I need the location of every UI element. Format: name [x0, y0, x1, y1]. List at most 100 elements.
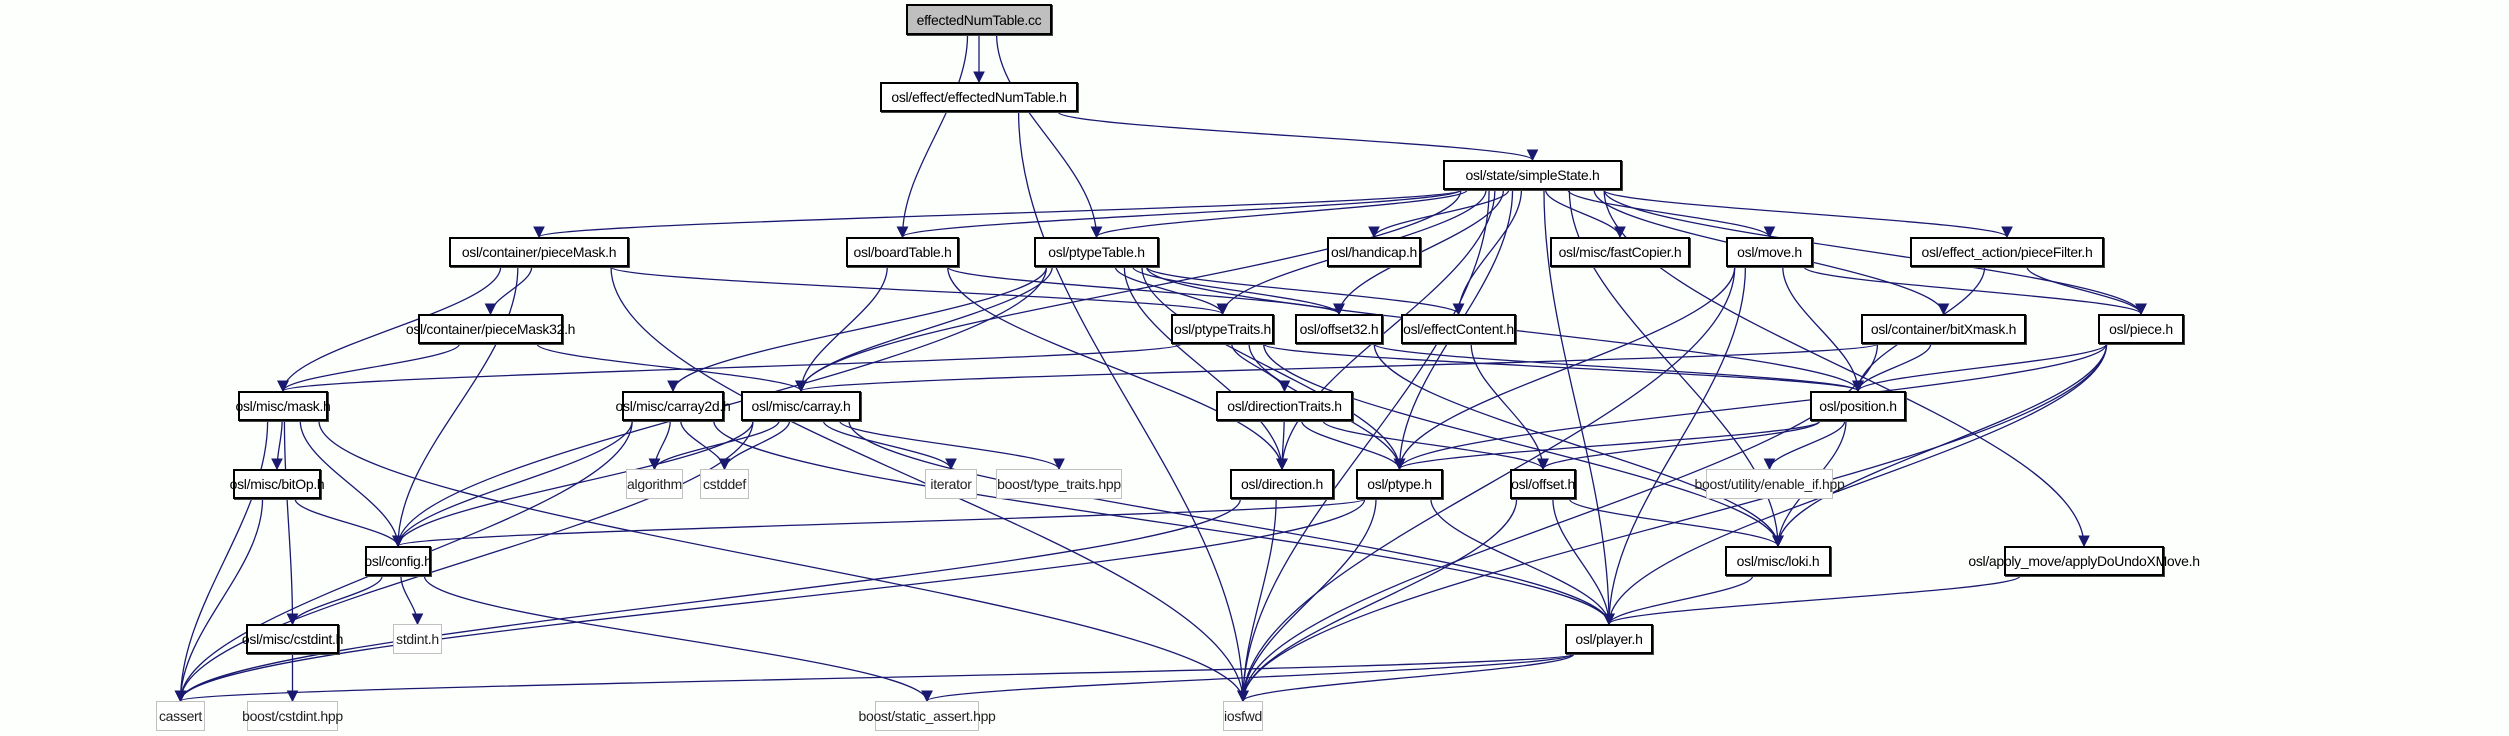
edge-move-to-position: [1782, 266, 1864, 393]
edge-simpleState-to-fastCopier: [1544, 189, 1626, 239]
graph-node-ptypetraits[interactable]: osl/ptypeTraits.h: [1171, 314, 1274, 344]
node-label: boost/type_traits.hpp: [997, 476, 1121, 492]
graph-node-carray[interactable]: osl/misc/carray.h: [741, 391, 861, 421]
edge-root-to-ptypeTable: [995, 34, 1103, 239]
graph-node-iterator: iterator: [925, 469, 977, 499]
graph-node-ptypetable[interactable]: osl/ptypeTable.h: [1034, 237, 1159, 267]
graph-node-move[interactable]: osl/move.h: [1726, 237, 1813, 267]
edge-effectedNumTable_h-to-simpleState: [1057, 111, 1539, 162]
graph-node-stdint: stdint.h: [393, 624, 442, 654]
node-label: osl/ptypeTraits.h: [1173, 321, 1272, 337]
graph-node-loki[interactable]: osl/misc/loki.h: [1725, 546, 1831, 576]
edge-player-to-static_assert: [921, 653, 1575, 703]
graph-node-piecemask[interactable]: osl/container/pieceMask.h: [449, 237, 629, 267]
graph-node-simplestate[interactable]: osl/state/simpleState.h: [1443, 160, 1622, 190]
graph-node-boost-cstdint: boost/cstdint.hpp: [242, 701, 343, 731]
node-label: osl/handicap.h: [1330, 244, 1418, 260]
edge-mask-to-cstdint: [283, 420, 299, 626]
graph-node-handicap[interactable]: osl/handicap.h: [1327, 237, 1421, 267]
edge-offset-to-player: [1552, 498, 1615, 626]
edge-config-to-stdint: [400, 575, 424, 626]
edge-applyDoUndoXMove-to-player: [1603, 575, 2021, 626]
edge-ptype-to-config: [392, 498, 1366, 548]
node-label: osl/player.h: [1575, 631, 1643, 647]
graph-node-cstddef: cstddef: [700, 469, 749, 499]
graph-node-offset32[interactable]: osl/offset32.h: [1295, 314, 1383, 344]
graph-node-carray2d[interactable]: osl/misc/carray2d.h: [616, 391, 731, 421]
edge-pieceMask-to-pieceMask32: [484, 266, 533, 316]
edge-ptype-to-cassert: [174, 498, 1366, 703]
graph-node-cassert: cassert: [156, 701, 205, 731]
graph-node-root[interactable]: effectedNumTable.cc: [906, 4, 1052, 35]
graph-node-piece[interactable]: osl/piece.h: [2098, 314, 2184, 344]
edge-offset-to-loki: [1568, 498, 1784, 548]
node-label: osl/effectContent.h: [1403, 321, 1514, 337]
edge-offset32-to-position: [1373, 343, 1864, 393]
edge-simpleState-to-pieceMask: [533, 189, 1462, 239]
graph-node-effectednumtable-h[interactable]: osl/effect/effectedNumTable.h: [880, 82, 1078, 112]
edge-position-to-offset: [1537, 420, 1821, 471]
edge-ptypeTable-to-direction: [1123, 266, 1288, 471]
graph-node-effectcontent[interactable]: osl/effectContent.h: [1401, 314, 1516, 344]
edge-direction-to-iosfwd: [1237, 498, 1277, 703]
edge-bitOp-to-cassert: [174, 498, 264, 703]
edge-simpleState-to-direction: [1276, 189, 1496, 471]
edge-simpleState-to-move: [1567, 189, 1776, 239]
edge-carray-to-cstddef: [718, 420, 791, 471]
node-label: osl/offset32.h: [1299, 321, 1379, 337]
graph-node-piecefilter[interactable]: osl/effect_action/pieceFilter.h: [1910, 237, 2104, 267]
node-label: osl/apply_move/applyDoUndoXMove.h: [1968, 553, 2200, 569]
node-label: boost/cstdint.hpp: [242, 708, 343, 724]
graph-node-player[interactable]: osl/player.h: [1565, 624, 1653, 654]
edge-simpleState-to-effectContent: [1452, 189, 1523, 316]
edge-offset-to-iosfwd: [1237, 498, 1518, 703]
node-label: iterator: [930, 476, 972, 492]
graph-node-algorithm: algorithm: [626, 469, 683, 499]
graph-node-offset[interactable]: osl/offset.h: [1510, 469, 1576, 499]
node-label: osl/offset.h: [1511, 476, 1575, 492]
edge-ptypeTable-to-carray2d: [667, 266, 1048, 393]
edge-carray2d-to-player: [713, 420, 1615, 626]
edge-mask-to-cassert: [174, 420, 269, 703]
graph-node-direction[interactable]: osl/direction.h: [1230, 469, 1334, 499]
graph-node-piecemask32[interactable]: osl/container/pieceMask32.h: [406, 314, 575, 344]
edge-ptype-to-player: [1430, 498, 1615, 626]
graph-node-applydoundoxmove[interactable]: osl/apply_move/applyDoUndoXMove.h: [1968, 546, 2200, 576]
node-label: osl/misc/bitOp.h: [229, 476, 325, 492]
graph-node-directiontraits[interactable]: osl/directionTraits.h: [1216, 391, 1353, 421]
edge-simpleState-to-offset32: [1333, 189, 1505, 316]
edge-ptypeTraits-to-directionTraits: [1231, 343, 1291, 393]
edge-piece-to-position: [1852, 343, 2108, 393]
edge-bitXmask-to-carray: [795, 343, 1879, 393]
node-label: osl/boardTable.h: [853, 244, 952, 260]
edge-boardTable-to-direction: [947, 266, 1288, 471]
graph-node-cstdint[interactable]: osl/misc/cstdint.h: [242, 624, 343, 654]
graph-node-enable-if: boost/utility/enable_if.hpp: [1695, 469, 1845, 499]
graph-node-position[interactable]: osl/position.h: [1810, 391, 1906, 421]
edge-bitOp-to-config: [294, 498, 404, 548]
edge-ptypeTable-to-ptypeTraits: [1114, 266, 1229, 316]
edge-ptypeTraits-to-mask: [277, 343, 1182, 393]
node-label: osl/directionTraits.h: [1227, 398, 1342, 414]
edge-carray-to-player: [848, 420, 1615, 626]
edge-pieceMask32-to-carray: [536, 343, 807, 393]
edge-carray-to-type_traits: [839, 420, 1065, 471]
graph-node-boardtable[interactable]: osl/boardTable.h: [846, 237, 959, 267]
graph-node-bitxmask[interactable]: osl/container/bitXmask.h: [1861, 314, 2026, 344]
node-label: osl/container/pieceMask.h: [461, 244, 617, 260]
edge-carray2d-to-config: [392, 420, 633, 548]
node-label: boost/utility/enable_if.hpp: [1694, 476, 1845, 492]
graph-node-ptype[interactable]: osl/ptype.h: [1356, 469, 1443, 499]
graph-node-mask[interactable]: osl/misc/mask.h: [235, 391, 331, 421]
graph-node-config[interactable]: osl/config.h: [364, 546, 432, 576]
edge-pieceMask-to-config: [392, 266, 519, 548]
node-label: osl/misc/carray.h: [751, 398, 851, 414]
edge-directionTraits-to-offset: [1322, 420, 1549, 471]
graph-node-type-traits: boost/type_traits.hpp: [996, 469, 1122, 499]
edge-carray-to-iterator: [822, 420, 957, 471]
graph-node-iosfwd: iosfwd: [1223, 701, 1263, 731]
edge-pieceFilter-to-piece: [2026, 266, 2147, 316]
graph-node-fastcopier[interactable]: osl/misc/fastCopier.h: [1550, 237, 1690, 267]
edge-mask-to-config: [299, 420, 404, 548]
graph-node-bitop[interactable]: osl/misc/bitOp.h: [230, 469, 325, 499]
